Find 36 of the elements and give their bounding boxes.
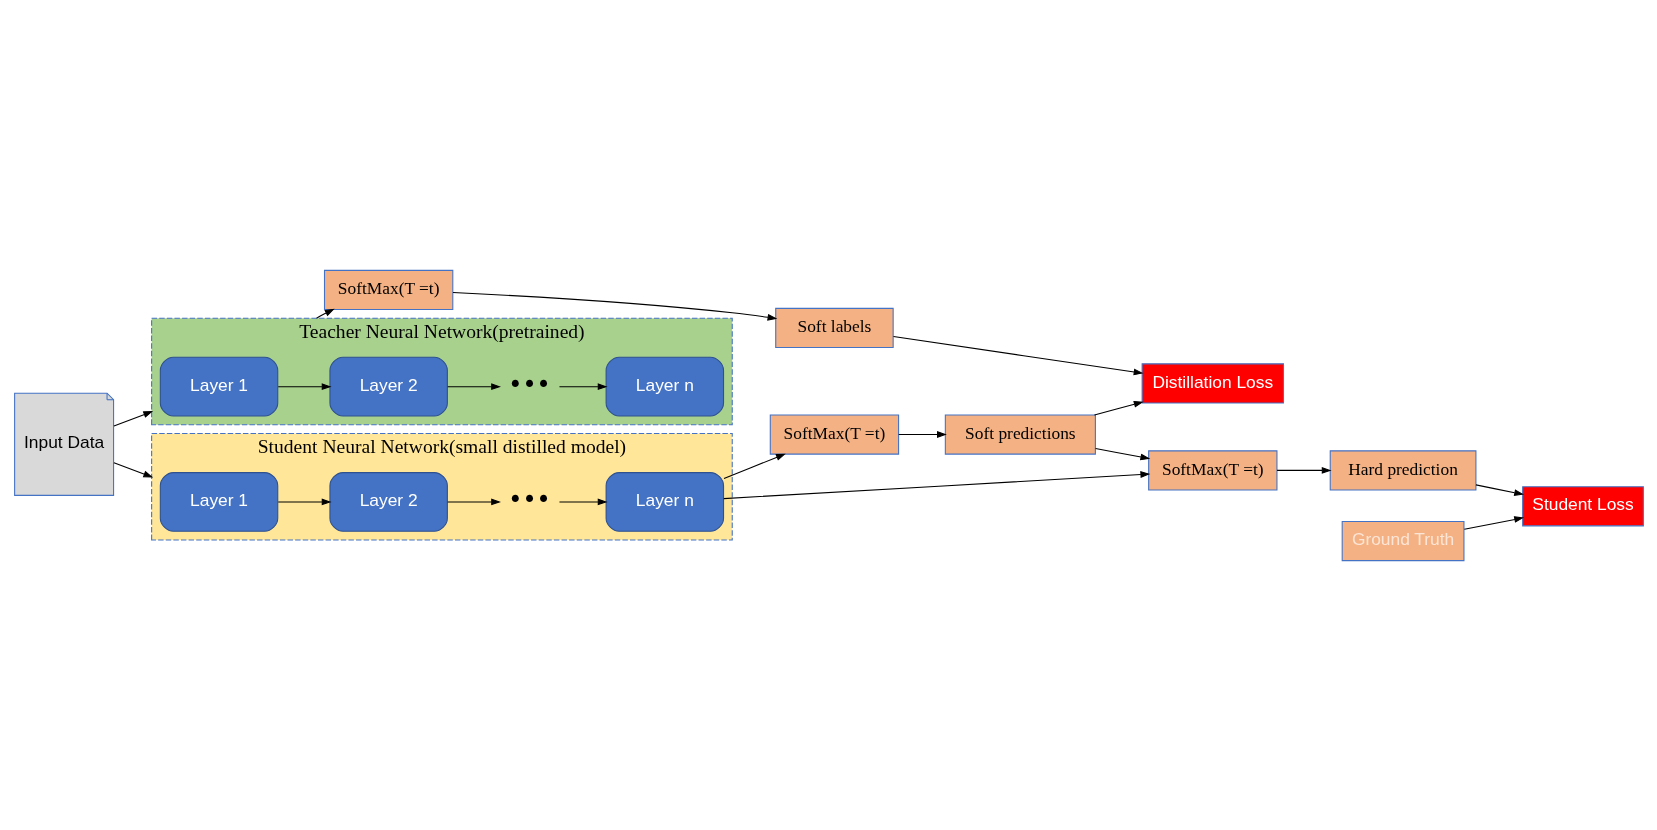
node-box: Layer 2: [328, 356, 448, 417]
node-box: Soft predictions: [944, 413, 1096, 455]
node-box: SoftMax(T =t): [1147, 449, 1277, 491]
arrow: [558, 382, 608, 390]
arrow: [277, 382, 332, 390]
arrow: [897, 430, 947, 438]
arrow: [446, 382, 501, 390]
node-box: Soft labels: [774, 307, 894, 348]
node-box: Layer n: [605, 356, 724, 417]
node-box: Distillation Loss: [1141, 362, 1284, 404]
node-box: Layer n: [605, 471, 724, 532]
node-box: Hard prediction: [1329, 449, 1476, 491]
node-box: Layer 2: [328, 471, 448, 532]
arrow: [446, 498, 501, 505]
arrow: [1276, 466, 1332, 474]
arrow: [277, 498, 332, 505]
node-text: •••: [507, 485, 551, 514]
arrow: [112, 461, 153, 477]
arrow: [892, 335, 1143, 375]
arrow: [1463, 515, 1524, 530]
arrow: [1093, 400, 1144, 415]
arrow: [722, 470, 1150, 499]
arrow: [722, 453, 786, 479]
arrow: [1474, 483, 1524, 496]
arrow: [112, 410, 153, 426]
node-box: Student Loss: [1521, 485, 1644, 526]
arrow: [315, 308, 335, 319]
node-text: •••: [507, 370, 551, 399]
node-box: Layer 1: [159, 471, 278, 532]
node-box: Layer 1: [159, 356, 278, 417]
node-box: SoftMax(T =t): [769, 413, 899, 455]
arrow: [451, 291, 777, 321]
arrow: [558, 498, 608, 505]
node-box: SoftMax(T =t): [323, 269, 453, 310]
arrow: [1094, 447, 1150, 460]
node-box: Ground Truth: [1341, 520, 1464, 561]
